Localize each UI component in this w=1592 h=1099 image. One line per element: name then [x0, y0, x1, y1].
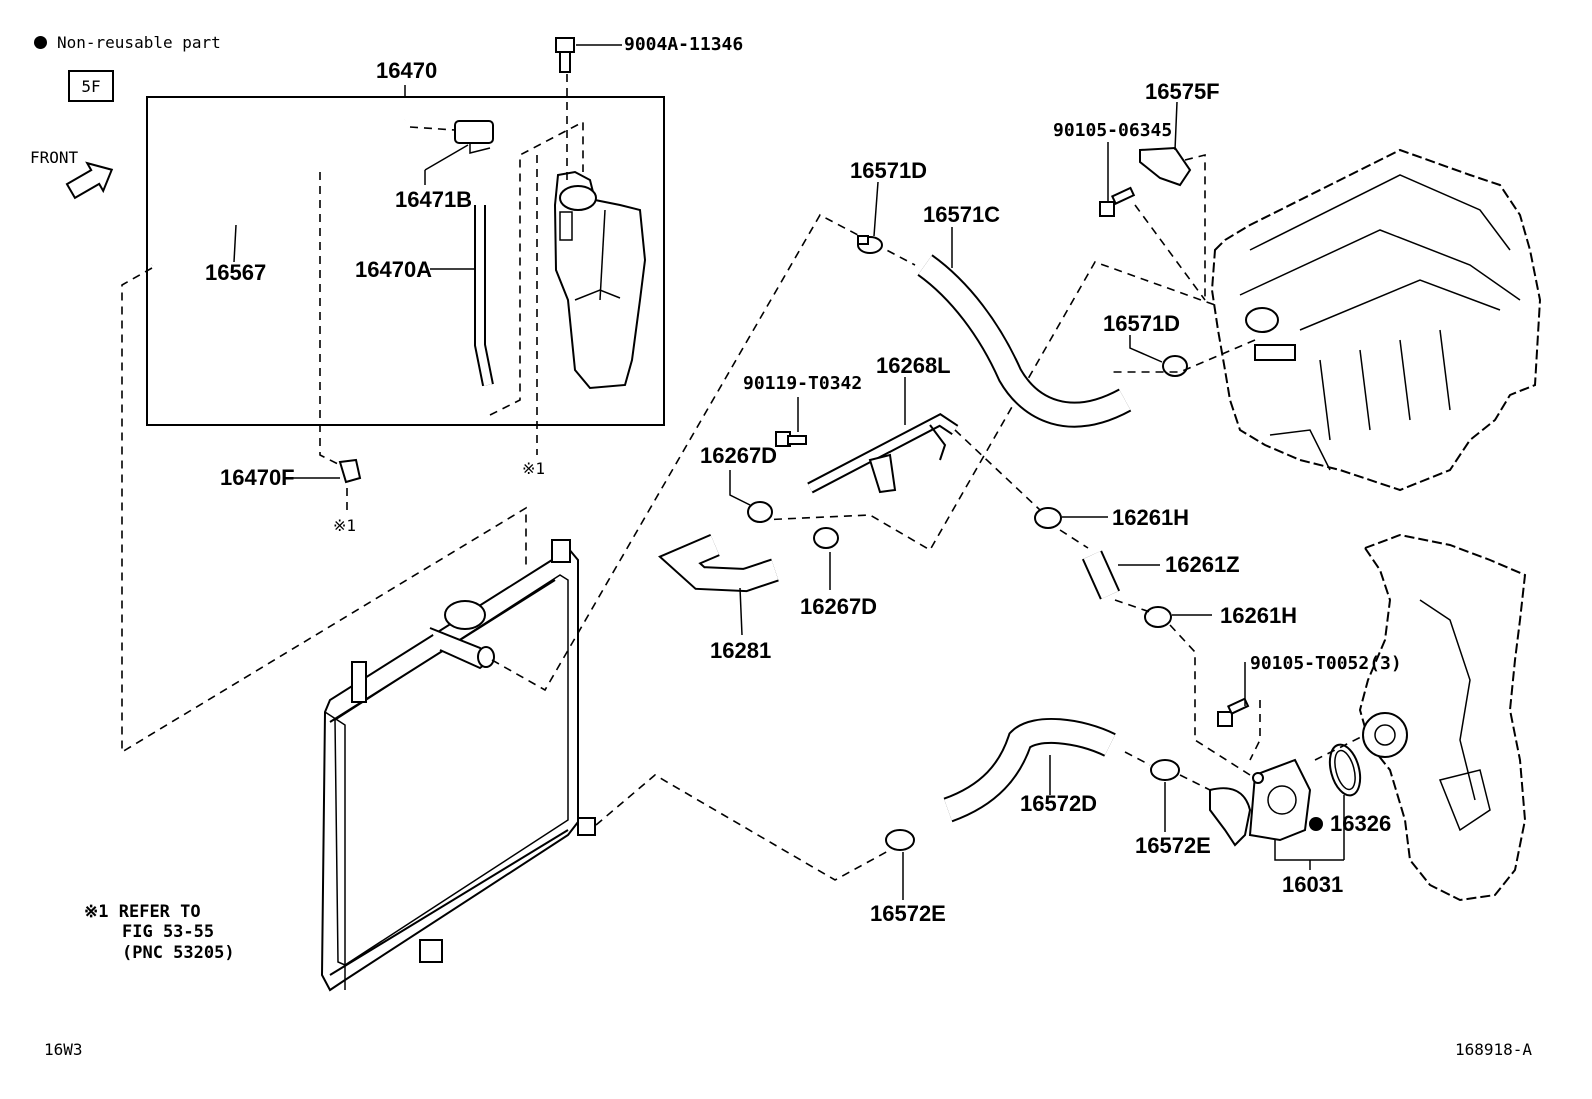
label-16470: 16470 — [376, 58, 438, 83]
reservoir-cap — [424, 120, 494, 185]
front-label: FRONT — [30, 148, 79, 167]
label-16571c: 16571C — [923, 202, 1001, 227]
hose-16261z — [1081, 550, 1160, 600]
front-arrow-icon — [65, 161, 114, 200]
label-16267d-top: 16267D — [700, 443, 778, 468]
clamp-16267d-bottom — [813, 527, 839, 590]
note-mark: ※1 — [84, 902, 109, 922]
clamp-16572e-right — [1150, 759, 1180, 832]
clamp-16267d-top — [729, 470, 773, 523]
clamp-16571d-top — [857, 181, 883, 254]
non-reusable-text: Non-reusable part — [57, 33, 221, 52]
engine-block — [1210, 148, 1542, 492]
label-16261h-top: 16261H — [1112, 505, 1190, 530]
label-16571d-right: 16571D — [1103, 311, 1181, 336]
label-16261z: 16261Z — [1165, 552, 1240, 577]
clamp-16261h-bottom — [1144, 606, 1212, 628]
label-16567: 16567 — [205, 260, 267, 285]
ref-mark-2: ※1 — [333, 516, 357, 535]
label-16470f: 16470F — [220, 465, 295, 490]
lower-hose — [943, 718, 1116, 823]
note-line-1: REFER TO — [118, 902, 201, 922]
label-16572d: 16572D — [1020, 791, 1098, 816]
reference-note: ※1 REFER TO FIG 53-55 (PNC 53205) — [84, 902, 235, 963]
label-16281: 16281 — [710, 638, 772, 663]
label-16572e-bottom: 16572E — [870, 901, 946, 926]
bracket-16575f — [1139, 101, 1192, 187]
label-16571d-top: 16571D — [850, 158, 928, 183]
label-16268l: 16268L — [876, 353, 951, 378]
section-tag: 5F — [68, 70, 114, 102]
gasket — [1328, 743, 1362, 860]
bolt-9004a — [555, 37, 622, 73]
footer-left-code: 16W3 — [44, 1040, 83, 1059]
label-16326: 16326 — [1330, 811, 1392, 836]
label-16471b: 16471B — [395, 187, 473, 212]
hose-16281 — [658, 533, 779, 636]
clamp-16572e-bottom — [885, 829, 915, 900]
label-16031: 16031 — [1282, 872, 1344, 897]
upper-hose — [917, 227, 1132, 428]
label-16572e-right: 16572E — [1135, 833, 1211, 858]
non-reusable-legend: Non-reusable part — [34, 33, 221, 52]
bolt-90105-t0052 — [1217, 662, 1261, 761]
clamp-16571d-right — [1129, 335, 1188, 377]
bolt-90105-06345 — [1099, 142, 1136, 217]
bolt-90119-t0342 — [775, 397, 807, 447]
bypass-pipe — [807, 377, 959, 494]
radiator — [320, 539, 596, 992]
label-16575f: 16575F — [1145, 79, 1220, 104]
note-line-2: FIG 53-55 — [122, 922, 215, 943]
label-16261h-bottom: 16261H — [1220, 603, 1298, 628]
label-16470a: 16470A — [355, 257, 433, 282]
label-90105-t0052: 90105-T0052(3) — [1250, 653, 1402, 674]
overflow-hose — [150, 117, 406, 268]
clamp-16261h-top — [1034, 507, 1108, 529]
non-reusable-dot-icon — [34, 36, 47, 49]
label-90105-06345: 90105-06345 — [1053, 120, 1173, 141]
clip-16470f — [293, 458, 362, 484]
footer-right-code: 168918-A — [1455, 1040, 1533, 1059]
label-90119-t0342: 90119-T0342 — [743, 373, 863, 394]
label-9004a-11346: 9004A-11346 — [624, 34, 744, 55]
reservoir-tube — [430, 205, 494, 387]
label-16267d-bottom: 16267D — [800, 594, 878, 619]
water-inlet — [1209, 758, 1312, 847]
note-line-3: (PNC 53205) — [122, 942, 235, 963]
ref-mark-1: ※1 — [522, 459, 546, 478]
timing-cover — [1358, 533, 1527, 902]
reservoir-tank — [553, 170, 647, 390]
